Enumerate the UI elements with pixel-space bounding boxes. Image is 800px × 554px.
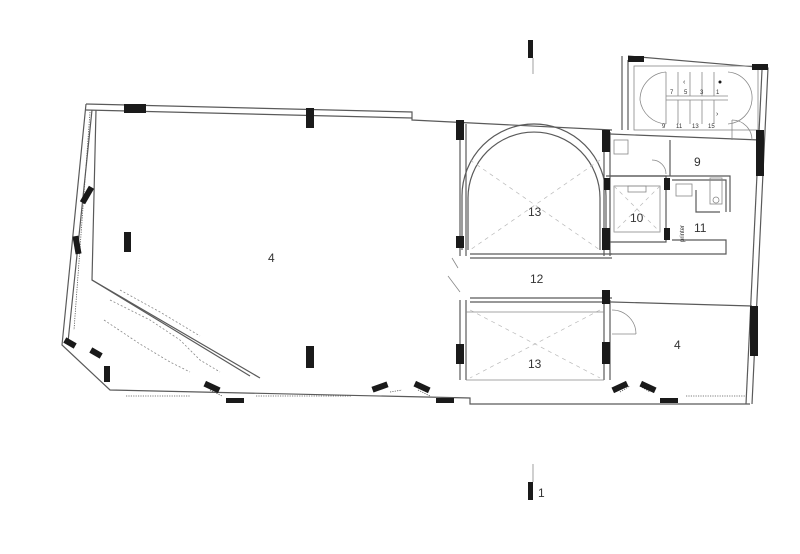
stair-number: 11 [676, 124, 683, 130]
stair-number: 15 [708, 124, 715, 130]
doors [447, 119, 753, 335]
room-label-small-room: 4 [674, 338, 681, 352]
stair-number: 5 [684, 90, 688, 96]
room-label-vault-lower: 13 [528, 357, 542, 371]
wc-fixtures [613, 139, 723, 205]
staircase: ‹ › [633, 65, 759, 131]
stair-number: 1 [716, 90, 720, 96]
vaults [461, 123, 607, 381]
printer-label: printer [680, 225, 686, 242]
stair-number: 9 [662, 124, 666, 130]
svg-text:›: › [716, 111, 719, 118]
room-label-wc: 9 [694, 155, 701, 169]
stair-number: 13 [692, 124, 699, 130]
outer-walls [61, 55, 769, 405]
stair-step-numbers: 7 5 3 1 9 11 13 15 [662, 90, 720, 130]
svg-text:‹: ‹ [683, 79, 686, 86]
room-label-elevator: 10 [630, 211, 644, 225]
room-label-vault-upper: 13 [528, 205, 542, 219]
columns [63, 40, 768, 500]
section-marker-label: 1 [538, 486, 545, 500]
windows [73, 111, 746, 397]
stair-number: 3 [700, 90, 704, 96]
stair-number: 7 [670, 90, 674, 96]
planting-area [103, 289, 221, 373]
elevator-shaft [613, 185, 661, 233]
room-label-main-hall: 4 [268, 251, 275, 265]
room-label-corridor: 12 [530, 272, 544, 286]
room-label-printer-room: 11 [694, 221, 707, 235]
